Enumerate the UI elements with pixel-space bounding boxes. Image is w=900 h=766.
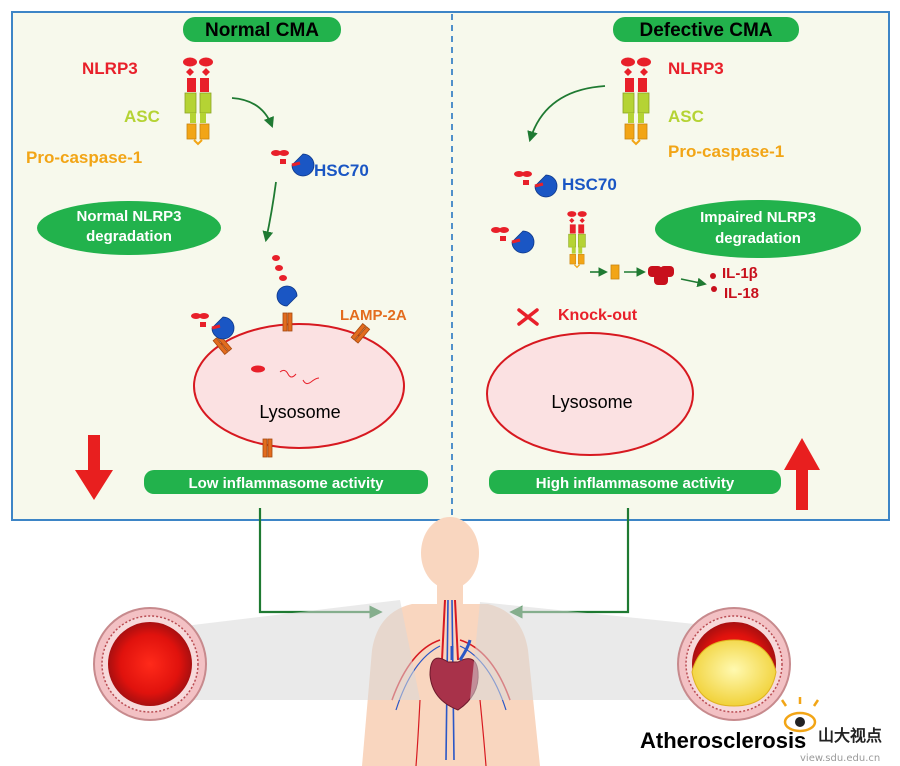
right-panel-title: Defective CMA (639, 20, 772, 41)
right-il18-label: IL-18 (724, 285, 759, 302)
right-il18-dot (711, 286, 717, 292)
right-cytokine-precursor-3 (654, 274, 668, 285)
left-lysosome-fragment-2 (279, 369, 297, 378)
right-degradation-pill (655, 200, 861, 258)
left-zoom-beam (168, 600, 420, 700)
right-il1b-label: IL-1β (722, 265, 758, 282)
left-connector-arrow (258, 508, 383, 619)
healthy-vessel-lumen (108, 622, 192, 706)
left-arrow-2 (262, 181, 277, 243)
left-chain-1 (272, 255, 280, 261)
left-degradation-line1: Normal NLRP3 (76, 208, 181, 225)
left-activity-label: Low inflammasome activity (188, 475, 384, 492)
left-title-pill (183, 17, 341, 42)
left-lysosome-fragment-3 (302, 377, 320, 385)
watermark-url: view.sdu.edu.cn (800, 753, 880, 764)
left-lysosome (193, 323, 405, 449)
right-zoom-beam (470, 602, 734, 700)
right-arrow-1 (527, 85, 606, 143)
left-degradation-line2: degradation (86, 228, 172, 245)
right-lysosome (486, 332, 694, 456)
right-asc-label: ASC (668, 107, 704, 126)
right-nlrp3-label: NLRP3 (668, 59, 724, 78)
right-connector-arrow (509, 508, 630, 619)
right-activity-pill (489, 470, 781, 494)
right-arrow-4 (680, 277, 707, 288)
right-hsc70-label: HSC70 (562, 175, 617, 194)
left-chain-3 (279, 275, 287, 281)
right-title-pill (613, 17, 799, 42)
left-procaspase-label: Pro-caspase-1 (26, 148, 142, 167)
atherosclerosis-label: Atherosclerosis (640, 728, 806, 753)
left-hsc70-top (276, 285, 298, 307)
left-activity-pill (144, 470, 428, 494)
left-lysosome-fragment (251, 365, 265, 373)
right-degradation-line1: Impaired NLRP3 (700, 209, 816, 226)
atherosclerotic-plaque (691, 639, 777, 707)
left-degradation-pill (37, 201, 221, 255)
left-hsc70-label: HSC70 (314, 161, 369, 180)
left-nlrp3-label: NLRP3 (82, 59, 138, 78)
right-knockout-label: Knock-out (558, 307, 638, 324)
right-caspase-fragment (610, 264, 620, 280)
right-activity-label: High inflammasome activity (536, 475, 735, 492)
increase-arrow-icon (784, 438, 820, 510)
right-degradation-line2: degradation (715, 230, 801, 247)
right-procaspase-label: Pro-caspase-1 (668, 142, 784, 161)
left-lamp2a-label: LAMP-2A (340, 307, 407, 324)
knockout-x-icon (517, 308, 539, 326)
right-il1b-dot (710, 273, 716, 279)
left-arrow-1 (231, 97, 274, 129)
left-lysosome-label: Lysosome (259, 402, 340, 422)
left-panel-title: Normal CMA (205, 20, 319, 41)
right-lysosome-label: Lysosome (551, 392, 632, 412)
watermark-logo: 山大视点 view.sdu.edu.cn (780, 697, 882, 764)
decrease-arrow-icon (75, 435, 113, 500)
watermark-chinese: 山大视点 (818, 726, 882, 745)
left-chain-2 (275, 265, 283, 271)
panel-frame (11, 11, 890, 521)
left-asc-label: ASC (124, 107, 160, 126)
